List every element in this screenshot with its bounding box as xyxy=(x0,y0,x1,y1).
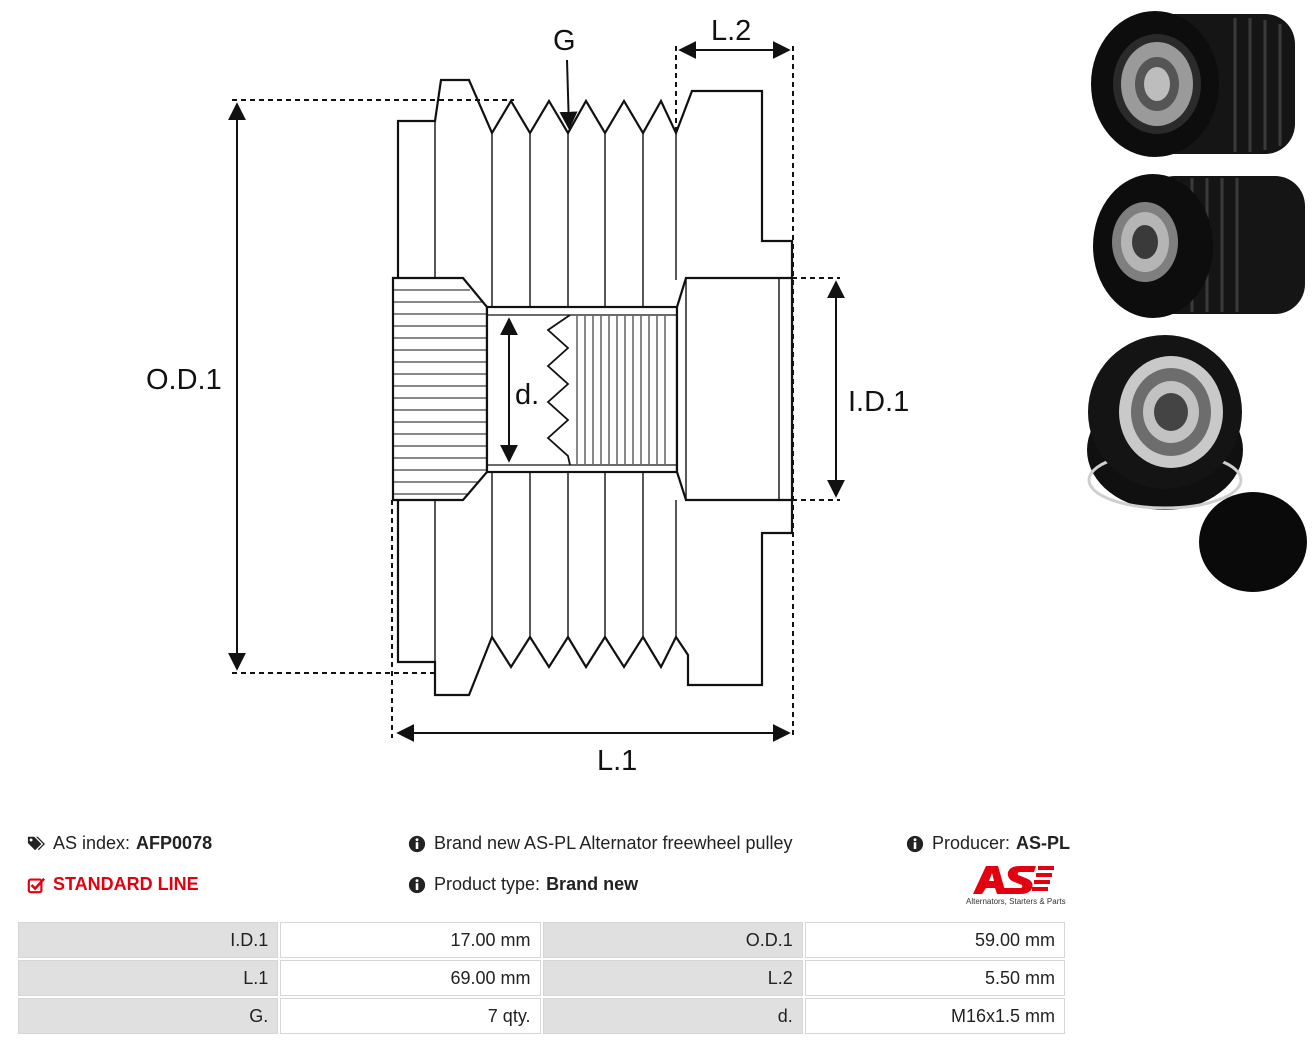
spec-key: L.2 xyxy=(542,960,803,996)
product-type: Product type: Brand new xyxy=(408,874,638,895)
spec-value: 59.00 mm xyxy=(804,922,1065,958)
description-text: Brand new AS-PL Alternator freewheel pul… xyxy=(434,833,793,853)
producer-value: AS-PL xyxy=(1016,833,1071,853)
label-g: G xyxy=(553,25,576,57)
table-row: L.1 69.00 mm L.2 5.50 mm xyxy=(18,960,1065,996)
label-l2: L.2 xyxy=(711,15,751,47)
spec-key: G. xyxy=(18,998,279,1034)
spec-key: O.D.1 xyxy=(542,922,803,958)
label-l1: L.1 xyxy=(597,745,637,777)
as-index-label: AS index: xyxy=(53,833,131,853)
product-photo-side-2 xyxy=(1093,174,1305,318)
label-d: d. xyxy=(515,379,539,411)
logo-tagline: Alternators, Starters & Parts xyxy=(966,897,1066,906)
as-index: AS index: AFP0078 xyxy=(27,833,212,854)
spec-value: 69.00 mm xyxy=(280,960,541,996)
producer: Producer: AS-PL xyxy=(906,833,1070,854)
technical-drawing: G L.2 O.D.1 I.D.1 d. L.1 xyxy=(146,15,909,777)
specs-table: I.D.1 17.00 mm O.D.1 59.00 mm L.1 69.00 … xyxy=(16,920,1067,1036)
groove-lines xyxy=(434,121,677,662)
producer-label: Producer: xyxy=(932,833,1011,853)
spec-value: 5.50 mm xyxy=(804,960,1065,996)
standard-line-label: STANDARD LINE xyxy=(53,874,199,894)
label-od1: O.D.1 xyxy=(146,364,222,396)
product-type-value: Brand new xyxy=(546,874,639,894)
table-row: G. 7 qty. d. M16x1.5 mm xyxy=(18,998,1065,1034)
spec-key: I.D.1 xyxy=(18,922,279,958)
spline-lines xyxy=(394,289,487,495)
check-square-icon xyxy=(27,877,45,893)
thread-lines xyxy=(576,316,666,464)
tags-icon xyxy=(27,836,45,850)
spec-value: 7 qty. xyxy=(280,998,541,1034)
info-circle-icon xyxy=(408,835,426,852)
spec-value: M16x1.5 mm xyxy=(804,998,1065,1034)
product-photo-front xyxy=(1087,335,1307,592)
spline-hub xyxy=(391,276,489,502)
table-row: I.D.1 17.00 mm O.D.1 59.00 mm xyxy=(18,922,1065,958)
as-pl-logo xyxy=(973,866,1054,894)
standard-line-badge: STANDARD LINE xyxy=(27,874,199,895)
product-photo-side-1 xyxy=(1091,11,1295,157)
spec-key: L.1 xyxy=(18,960,279,996)
label-id1: I.D.1 xyxy=(848,386,909,418)
product-type-label: Product type: xyxy=(434,874,541,894)
info-circle-icon xyxy=(906,835,924,852)
thread xyxy=(546,314,571,466)
right-hub xyxy=(675,276,794,502)
description: Brand new AS-PL Alternator freewheel pul… xyxy=(408,833,793,854)
as-index-value: AFP0078 xyxy=(136,833,213,853)
spec-key: d. xyxy=(542,998,803,1034)
info-circle-icon xyxy=(408,876,426,893)
g-pointer xyxy=(559,59,578,130)
spec-value: 17.00 mm xyxy=(280,922,541,958)
pulley-outline xyxy=(396,78,794,697)
